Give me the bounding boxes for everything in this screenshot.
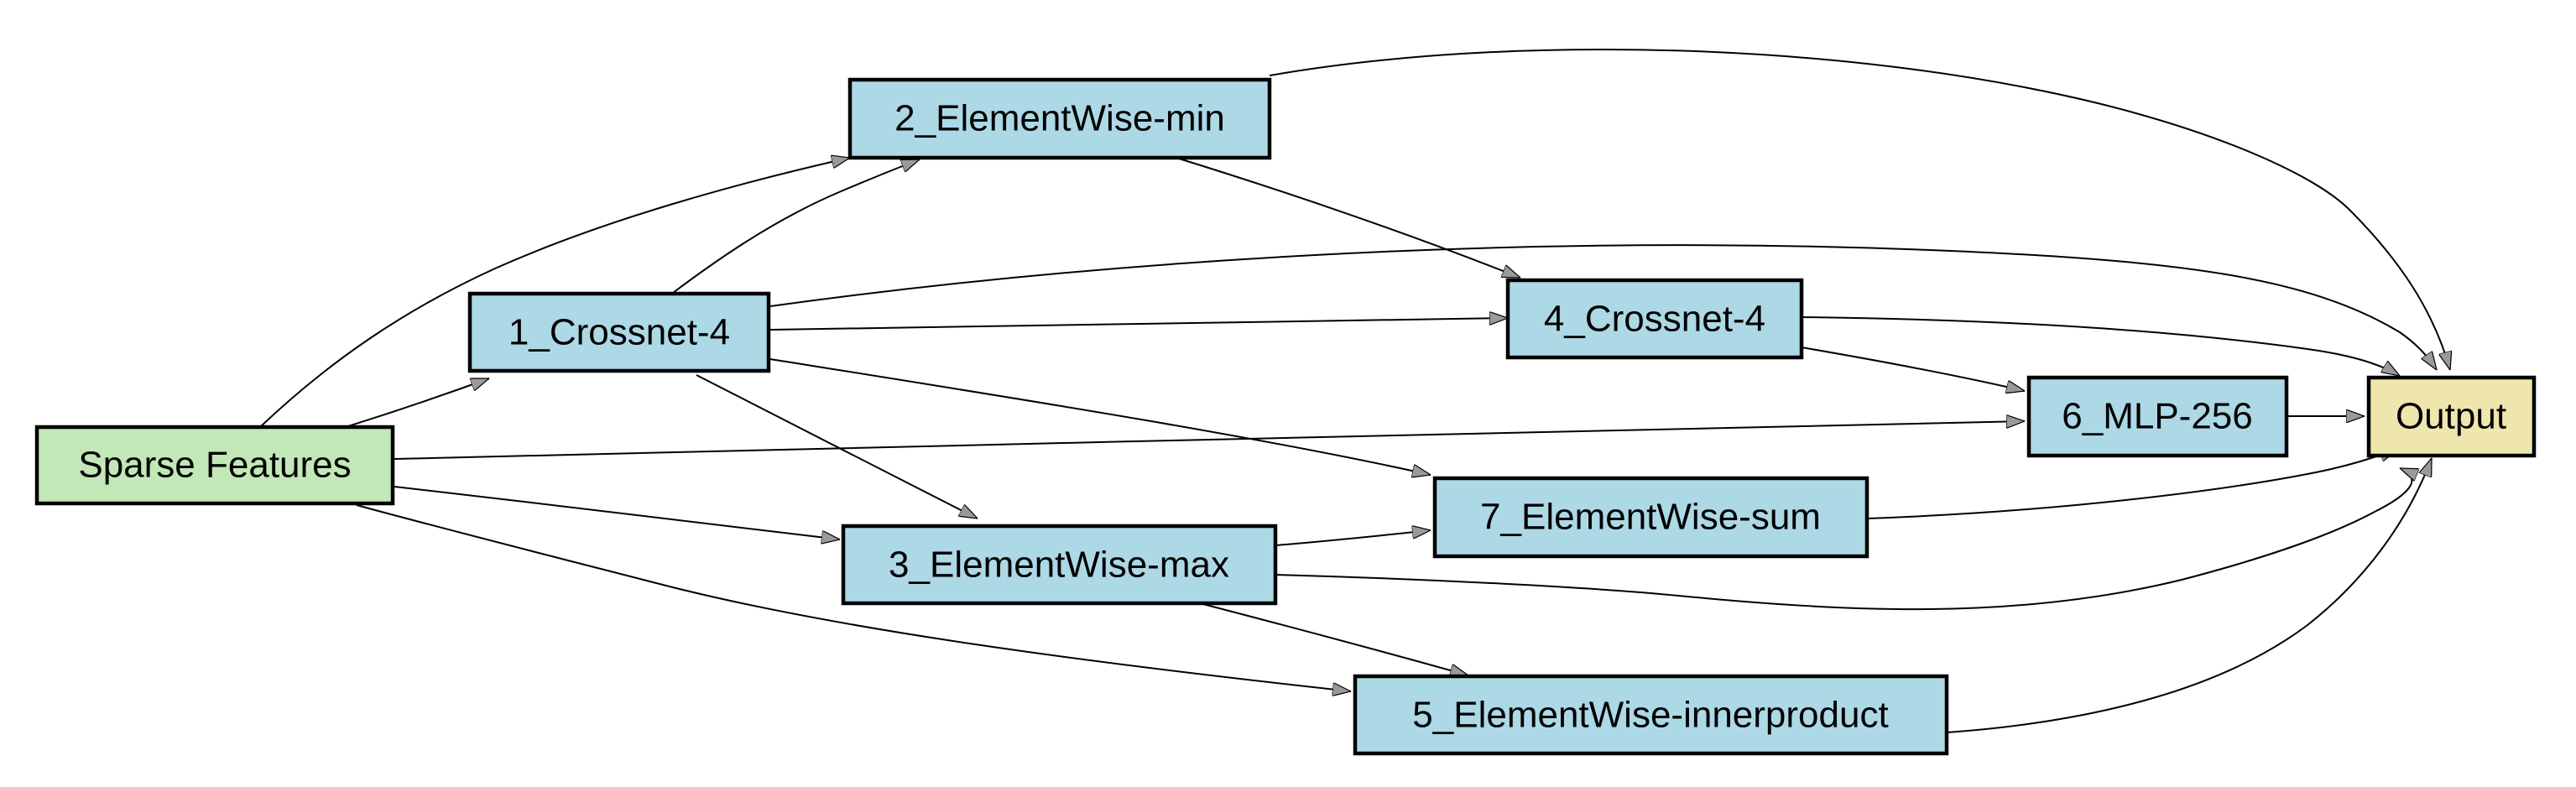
node-output-label: Output	[2396, 396, 2506, 437]
node-5-elementwise-innerproduct-label: 5_ElementWise-innerproduct	[1412, 695, 1888, 736]
edge-n1-to-n3	[696, 374, 978, 519]
edge-n4-to-n6	[1801, 347, 2025, 391]
edge-n2-to-out	[1269, 48, 2450, 370]
edges	[259, 48, 2450, 733]
node-3-elementwise-max-label: 3_ElementWise-max	[889, 545, 1229, 586]
edge-n4-to-out	[1801, 316, 2400, 376]
node-5-elementwise-innerproduct-box	[1353, 674, 1949, 756]
edge-n7-to-out	[1866, 448, 2398, 519]
edge-sparse-to-n5	[356, 504, 1351, 691]
edge-n1-to-n4	[769, 318, 1508, 331]
edge-n5-to-out	[1946, 458, 2433, 733]
node-1-crossnet-4-label: 1_Crossnet-4	[508, 312, 730, 353]
node-7-elementwise-sum-label: 7_ElementWise-sum	[1480, 497, 1821, 538]
edge-sparse-to-n3	[394, 486, 840, 539]
edge-sparse-to-n2	[259, 158, 850, 428]
edge-n1-to-out	[769, 244, 2437, 370]
node-2-elementwise-min[interactable]: 2_ElementWise-min	[847, 77, 1272, 160]
node-7-elementwise-sum[interactable]: 7_ElementWise-sum	[1432, 476, 1869, 559]
node-6-mlp-256-label: 6_MLP-256	[2062, 396, 2252, 437]
edge-n3-to-out	[1275, 467, 2412, 611]
node-sparse-features-label: Sparse Features	[78, 445, 351, 486]
node-1-crossnet-4[interactable]: 1_Crossnet-4	[467, 291, 771, 373]
node-2-elementwise-min-label: 2_ElementWise-min	[894, 98, 1225, 139]
node-1-crossnet-4-box	[467, 291, 771, 373]
edge-n1-to-n2	[672, 159, 920, 294]
node-7-elementwise-sum-box	[1432, 476, 1869, 559]
edge-sparse-to-n6	[394, 421, 2025, 460]
edge-n2-to-n4	[1178, 158, 1520, 279]
node-output[interactable]: Output	[2366, 375, 2537, 458]
edge-n3-to-n5	[1199, 602, 1468, 675]
edge-n3-to-n7	[1275, 530, 1431, 546]
edge-sparse-to-n1	[336, 378, 489, 430]
node-4-crossnet-4-label: 4_Crossnet-4	[1544, 299, 1765, 340]
edge-n1-to-n7	[769, 358, 1431, 475]
node-3-elementwise-max[interactable]: 3_ElementWise-max	[841, 524, 1278, 606]
nodes: Sparse Features 1_Crossnet-4 2_ElementWi…	[34, 77, 2537, 756]
node-5-elementwise-innerproduct[interactable]: 5_ElementWise-innerproduct	[1353, 674, 1949, 756]
node-6-mlp-256-box	[2026, 375, 2289, 458]
node-output-box	[2366, 375, 2537, 458]
node-sparse-features[interactable]: Sparse Features	[34, 425, 395, 506]
node-3-elementwise-max-box	[841, 524, 1278, 606]
node-4-crossnet-4-box	[1505, 278, 1804, 360]
node-6-mlp-256[interactable]: 6_MLP-256	[2026, 375, 2289, 458]
node-4-crossnet-4[interactable]: 4_Crossnet-4	[1505, 278, 1804, 360]
node-2-elementwise-min-box	[847, 77, 1272, 160]
node-sparse-features-box	[34, 425, 395, 506]
